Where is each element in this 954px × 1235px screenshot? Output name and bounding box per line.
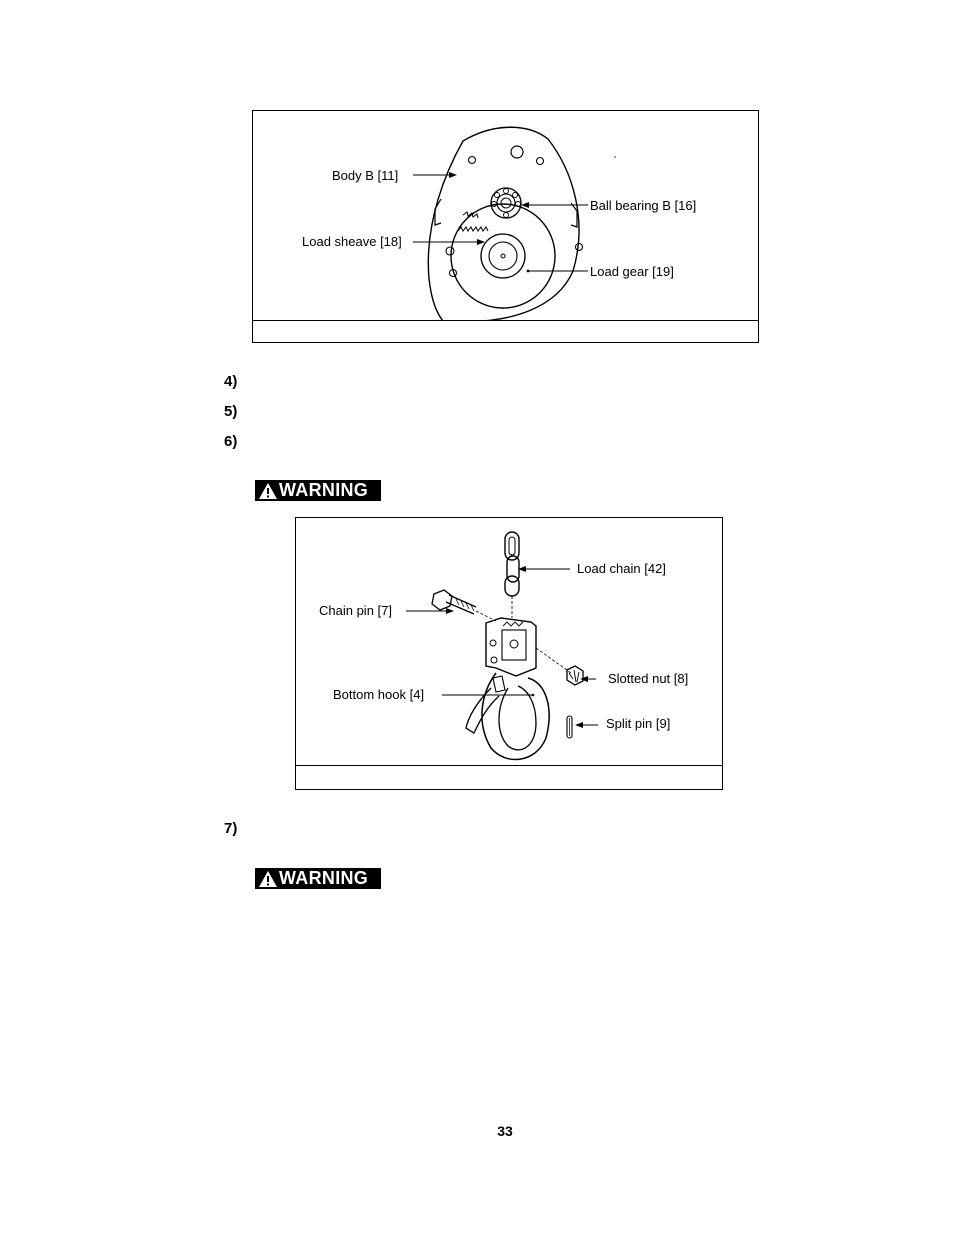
callout-load-sheave: Load sheave [18] <box>302 234 402 249</box>
callout-load-gear: Load gear [19] <box>590 264 674 279</box>
callout-bottom-hook: Bottom hook [4] <box>333 687 425 702</box>
body-b-drawing <box>413 126 616 321</box>
callout-split-pin: Split pin [9] <box>606 716 671 731</box>
figure-body-b-assembly: Body B [11] Ball bearing B [16] Load she… <box>252 110 759 343</box>
warning-badge: WARNING <box>255 480 381 501</box>
step-4-number: 4) <box>224 373 238 390</box>
step-7-number: 7) <box>224 820 238 837</box>
callout-body-b: Body B [11] <box>332 168 399 183</box>
page-number: 33 <box>497 1123 513 1139</box>
warning-badge: WARNING <box>255 868 381 889</box>
callout-chain-pin: Chain pin [7] <box>319 603 392 618</box>
step-5-number: 5) <box>224 403 238 420</box>
callout-ball-bearing-b: Ball bearing B [16] <box>590 198 697 213</box>
figure-caption-strip <box>296 765 722 789</box>
callout-load-chain: Load chain [42] <box>577 561 666 576</box>
callout-slotted-nut: Slotted nut [8] <box>608 671 689 686</box>
step-6-number: 6) <box>224 433 238 450</box>
warning-triangle-icon <box>259 870 277 887</box>
warning-label: WARNING <box>279 480 369 500</box>
warning-triangle-icon <box>259 482 277 499</box>
bottom-hook-drawing <box>406 531 598 761</box>
figure-caption-strip <box>253 320 758 342</box>
warning-label: WARNING <box>279 868 369 888</box>
figure-bottom-hook-assembly: Load chain [42] Chain pin [7] Slotted nu… <box>295 517 723 790</box>
